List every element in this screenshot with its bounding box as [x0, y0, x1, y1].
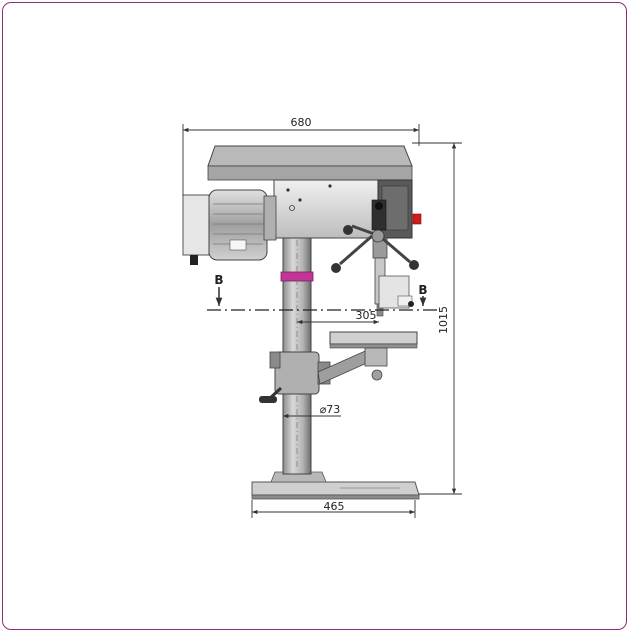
- crank-handle: [259, 396, 277, 403]
- dimension-lines: [182, 124, 462, 518]
- dim-column-diameter: ⌀73: [320, 403, 341, 416]
- work-table: [329, 331, 418, 381]
- base: [251, 471, 420, 500]
- motor: [182, 189, 277, 265]
- dim-base-width: 465: [324, 500, 345, 513]
- dim-overall-height: 1015: [437, 306, 450, 334]
- dim-overall-width: 680: [291, 116, 312, 129]
- section-line-b: [207, 287, 440, 311]
- table-bracket: [259, 347, 379, 403]
- section-marker-right: B: [418, 283, 427, 297]
- section-marker-left: B: [214, 273, 223, 287]
- drill-head: [207, 145, 422, 317]
- emergency-stop-icon: [412, 213, 422, 225]
- dim-table-reach: 305: [356, 309, 377, 322]
